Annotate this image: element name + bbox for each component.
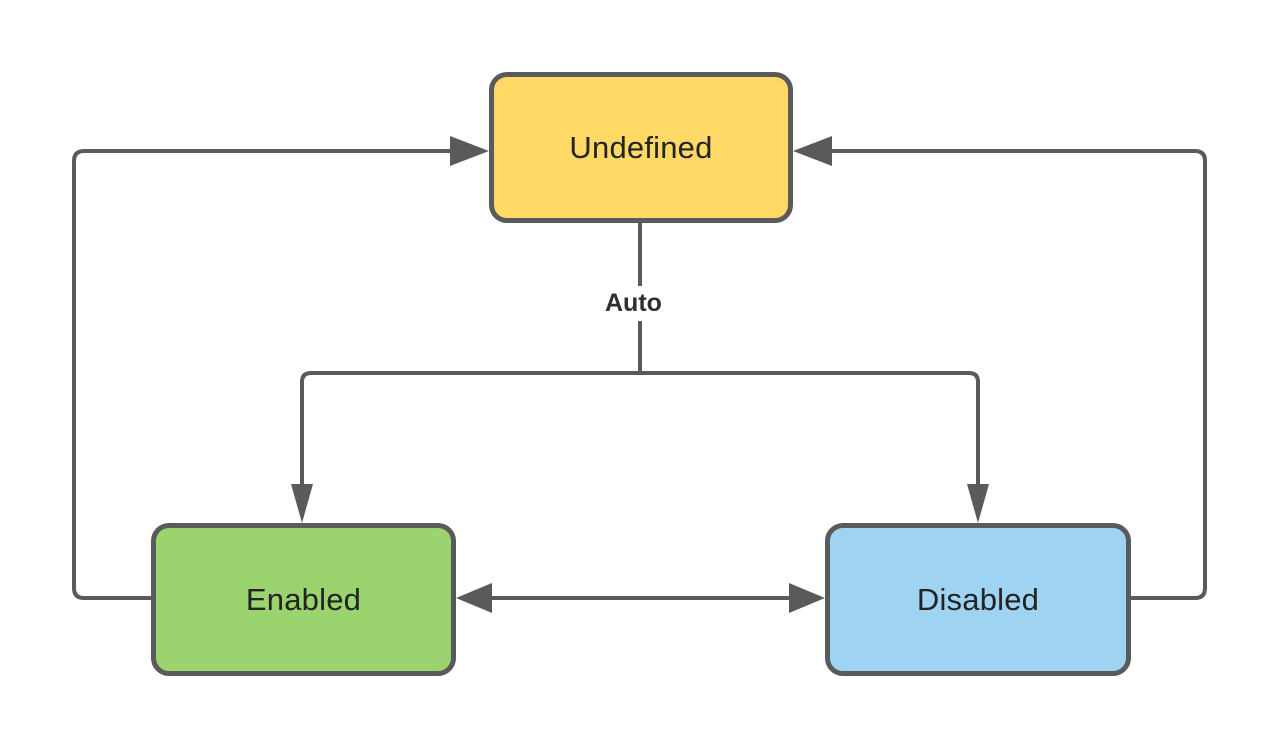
- state-node-undefined[interactable]: Undefined: [489, 72, 793, 223]
- state-node-enabled[interactable]: Enabled: [151, 523, 456, 676]
- edge-disabled-to-undefined: [832, 149, 1207, 600]
- arrowhead-enabled-to-undefined: [450, 136, 489, 166]
- arrowhead-disabled-to-undefined: [793, 136, 832, 166]
- state-node-disabled[interactable]: Disabled: [825, 523, 1131, 676]
- edge-label-auto: Auto: [595, 286, 672, 321]
- edge-auto-branch-right: [638, 355, 980, 488]
- arrowhead-undefined-to-disabled: [967, 484, 989, 523]
- arrowhead-to-enabled: [456, 583, 492, 613]
- edge-auto-branch-left: [300, 355, 642, 488]
- arrowhead-undefined-to-enabled: [291, 484, 313, 523]
- state-node-undefined-label: Undefined: [569, 130, 713, 165]
- state-node-disabled-label: Disabled: [916, 582, 1040, 617]
- state-node-enabled-label: Enabled: [245, 582, 362, 617]
- arrowhead-to-disabled: [789, 583, 825, 613]
- edge-enabled-to-undefined: [72, 149, 452, 600]
